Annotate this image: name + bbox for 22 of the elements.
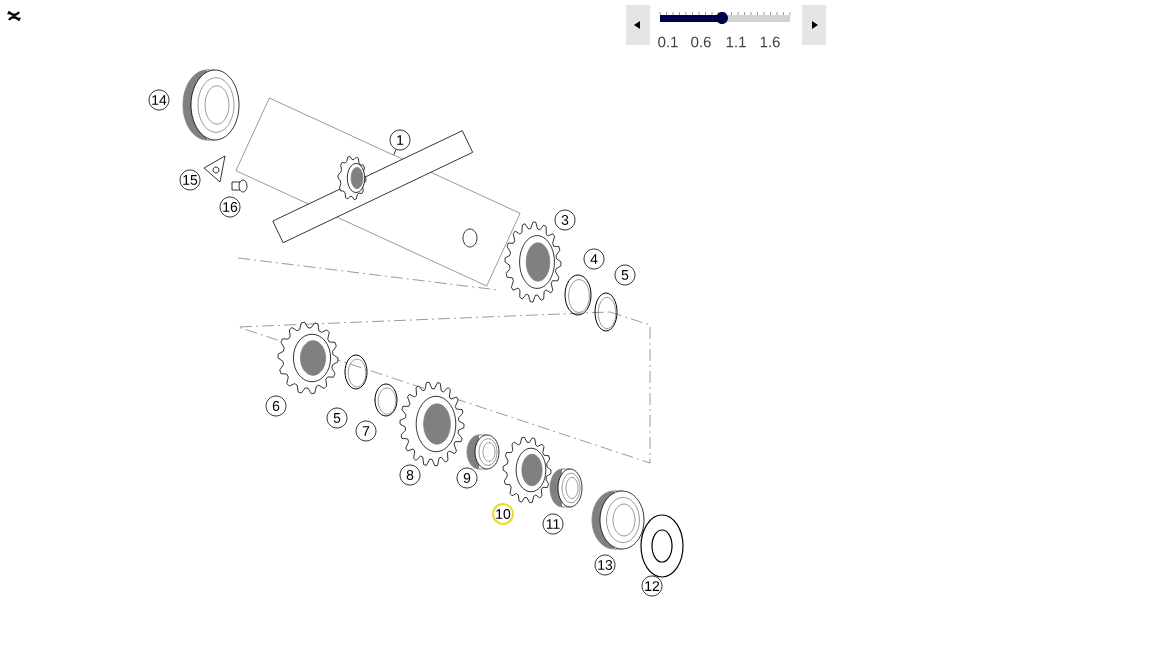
callout-number: 5 [326, 407, 348, 429]
callout-number: 13 [594, 554, 616, 576]
callout-number: 1 [389, 129, 411, 151]
callout-number: 9 [456, 467, 478, 489]
callout-number: 16 [219, 196, 241, 218]
callout-number: 4 [583, 248, 605, 270]
callout-number: 12 [641, 575, 663, 597]
callout-number: 8 [399, 464, 421, 486]
callout-number: 6 [265, 395, 287, 417]
callout-number: 3 [554, 209, 576, 231]
leader-line [393, 149, 397, 156]
part-group-frame [235, 97, 521, 287]
callout-number: 11 [542, 513, 564, 535]
callout-number: 15 [179, 169, 201, 191]
tick-label: 0.6 [691, 36, 711, 48]
callout-number: 14 [148, 89, 170, 111]
callout-number: 10 [492, 503, 514, 525]
tick-label: 0.1 [658, 36, 678, 48]
callout-number: 5 [614, 264, 636, 286]
tick-label: 1.1 [726, 36, 746, 48]
tick-label: 1.6 [760, 36, 780, 48]
callout-number: 7 [355, 420, 377, 442]
